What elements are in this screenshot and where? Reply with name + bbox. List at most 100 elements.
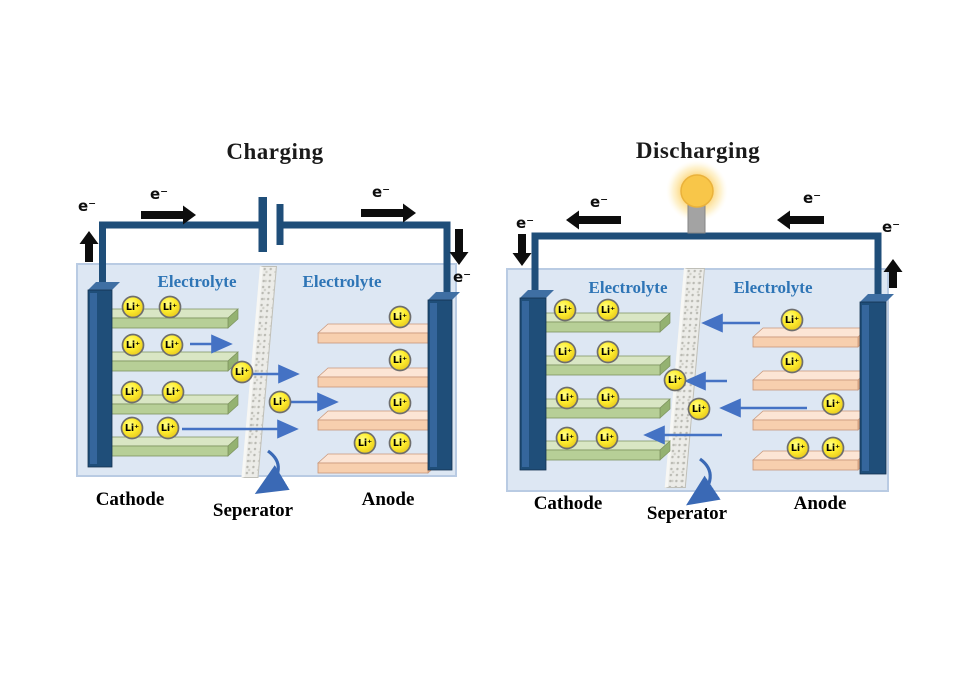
cathode-layer: [101, 403, 229, 415]
anode-layer: [317, 419, 429, 431]
li-ion-label: Li⁺: [393, 355, 407, 366]
separator-label-charging: Seperator: [212, 500, 294, 521]
li-ion-label: Li⁺: [600, 433, 614, 444]
li-ion-label: Li⁺: [558, 347, 572, 358]
li-ion: [268, 390, 292, 414]
li-ion-label: Li⁺: [601, 305, 615, 316]
li-ion-label: Li⁺: [601, 347, 615, 358]
li-ion-label: Li⁺: [785, 315, 799, 326]
electrolyte-label-right-charging: Electrolyte: [302, 272, 382, 291]
li-ion-label: Li⁺: [358, 438, 372, 449]
electron-flow-arrow: [141, 205, 196, 225]
li-ion-label: Li⁺: [826, 399, 840, 410]
cathode-label-charging: Cathode: [95, 489, 165, 510]
li-ion: [121, 333, 145, 357]
li-ion: [120, 416, 144, 440]
anode-layer: [317, 462, 429, 474]
anode-layer-top: [752, 327, 869, 338]
electron-flow-arrow: [361, 203, 416, 223]
li-ion: [821, 392, 845, 416]
electron-flow-arrow: [566, 210, 621, 230]
separator-pointer-arrow: [686, 457, 721, 506]
anode-layer-top: [317, 367, 439, 378]
electrolyte-label-left-charging: Electrolyte: [157, 272, 237, 291]
li-ion: [780, 350, 804, 374]
li-ion-label: Li⁺: [393, 438, 407, 449]
li-ion-label: Li⁺: [125, 387, 139, 398]
li-ion: [786, 436, 810, 460]
cathode-current-collector-top: [520, 290, 554, 298]
li-ion: [158, 295, 182, 319]
anode-layer-top: [317, 323, 439, 334]
cathode-layer: [101, 317, 229, 329]
li-ion: [596, 340, 620, 364]
anode-layer: [752, 336, 859, 348]
anode-current-collector-top: [860, 294, 894, 302]
li-ion-label: Li⁺: [826, 443, 840, 454]
electron-flow-arrow: [79, 231, 99, 262]
li-ion: [663, 368, 687, 392]
electron-label-charging: e⁻: [77, 197, 97, 215]
cathode-layer: [535, 449, 661, 461]
li-ion: [595, 426, 619, 450]
electron-flow-arrow: [449, 229, 469, 265]
anode-layer-top: [317, 410, 439, 421]
li-ion-label: Li⁺: [558, 305, 572, 316]
cathode-layer: [535, 364, 661, 376]
electron-label-discharging: e⁻: [515, 214, 535, 232]
li-ion-label: Li⁺: [791, 443, 805, 454]
li-ion: [230, 360, 254, 384]
electron-flow-arrow: [777, 210, 824, 230]
electron-flow-arrow: [883, 259, 903, 288]
cathode-current-collector-top: [88, 282, 120, 290]
separator-pointer-arrow: [254, 449, 290, 494]
anode-layer-top: [752, 410, 869, 421]
cathode-label-discharging: Cathode: [533, 493, 603, 514]
li-ion: [353, 431, 377, 455]
anode-current-collector-top: [428, 292, 460, 300]
circuit-wire: [531, 232, 882, 307]
anode-layer: [752, 379, 859, 391]
anode-layer-top: [752, 370, 869, 381]
electron-label-discharging: e⁻: [589, 193, 609, 211]
cathode-layer: [101, 445, 229, 457]
battery-symbol-bar: [276, 204, 284, 245]
electrolyte-label-left-discharging: Electrolyte: [588, 278, 668, 297]
li-ion-label: Li⁺: [601, 393, 615, 404]
anode-layer: [317, 376, 429, 388]
li-ion: [120, 380, 144, 404]
electron-label-charging: e⁻: [149, 185, 169, 203]
li-ion: [555, 426, 579, 450]
cathode-layer: [101, 360, 229, 372]
li-ion: [596, 386, 620, 410]
li-ion-label: Li⁺: [560, 433, 574, 444]
electron-label-discharging: e⁻: [881, 218, 901, 236]
li-ion-label: Li⁺: [273, 397, 287, 408]
electron-flow-arrow: [512, 234, 532, 266]
li-ion: [388, 431, 412, 455]
li-ion-label: Li⁺: [126, 340, 140, 351]
li-ion: [388, 348, 412, 372]
li-ion-label: Li⁺: [161, 423, 175, 434]
li-ion: [780, 308, 804, 332]
li-ion-label: Li⁺: [393, 398, 407, 409]
li-ion: [161, 380, 185, 404]
anode-current-collector-highlight: [430, 303, 437, 467]
li-ion-label: Li⁺: [235, 367, 249, 378]
li-ion-label: Li⁺: [668, 375, 682, 386]
bulb-stem: [687, 204, 706, 234]
separator-label-discharging: Seperator: [646, 503, 728, 524]
circuit-wire: [99, 221, 259, 295]
li-ion: [121, 295, 145, 319]
li-ion-label: Li⁺: [692, 404, 706, 415]
battery-symbol-bar: [258, 197, 267, 252]
li-ion: [596, 298, 620, 322]
circuit-wire: [283, 221, 451, 305]
electron-label-charging: e⁻: [371, 183, 391, 201]
anode-layer: [317, 332, 429, 344]
li-ion: [821, 436, 845, 460]
panel-title-discharging: Discharging: [635, 138, 761, 163]
anode-current-collector-highlight: [862, 305, 869, 471]
